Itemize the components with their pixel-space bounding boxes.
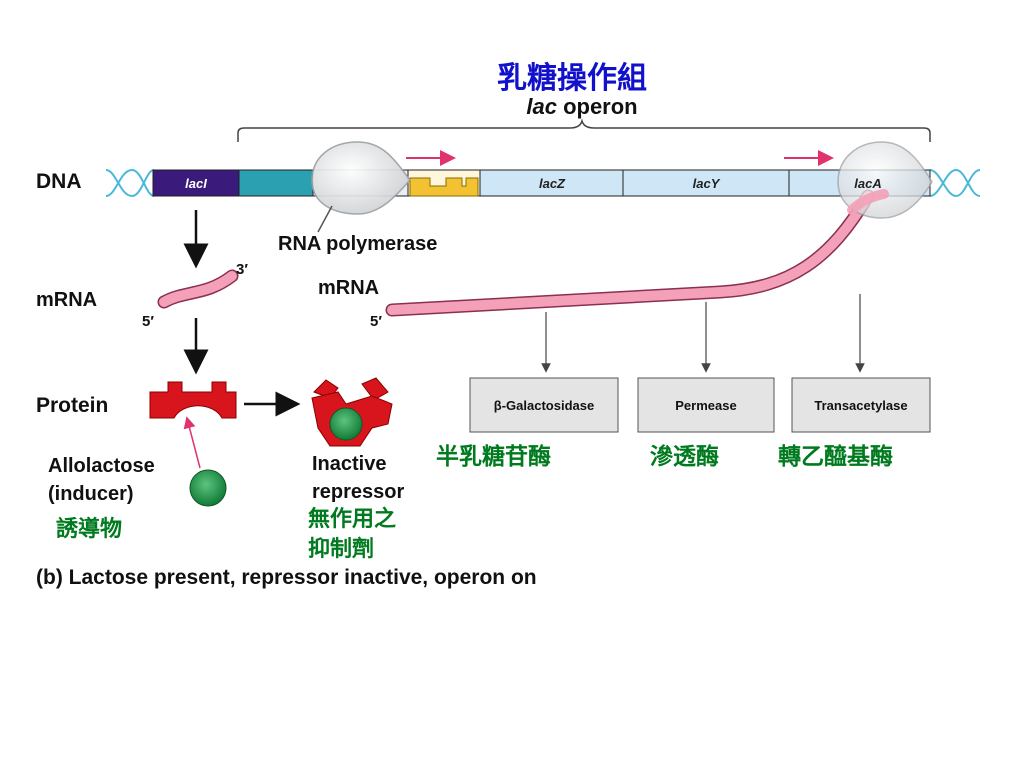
dna-helix-left — [105, 168, 155, 198]
laca-gene-label: lacA — [854, 176, 881, 191]
inducer-label: (inducer) — [48, 483, 134, 505]
rna-polymerase-promoter — [311, 141, 411, 215]
protein-label: Protein — [36, 394, 108, 417]
title-operon-word: operon — [557, 94, 638, 119]
repressor-protein — [149, 381, 237, 419]
beta-galactosidase-label: β-Galactosidase — [494, 398, 594, 413]
three-prime-left: 3′ — [236, 261, 248, 278]
allolactose-label: Allolactose — [48, 455, 155, 477]
inactive-chinese-1: 無作用之 — [308, 506, 396, 532]
promoter-region — [238, 169, 314, 197]
figure-caption: (b) Lactose present, repressor inactive,… — [36, 566, 537, 589]
lacy-gene-label: lacY — [693, 176, 721, 191]
permease-chinese: 滲透酶 — [650, 443, 719, 470]
laci-gene — [152, 169, 240, 197]
inactive-chinese-2: 抑制劑 — [308, 536, 374, 562]
beta-galactosidase-box — [469, 377, 619, 433]
beta-galactosidase-chinese: 半乳糖苷酶 — [436, 443, 551, 470]
lacz-gene — [479, 169, 624, 197]
transacetylase-chinese: 轉乙醯基酶 — [778, 443, 893, 470]
dna-helix-right — [929, 168, 981, 198]
lacz-gene-label: lacZ — [539, 176, 566, 191]
mrna-right-label: mRNA — [318, 277, 379, 299]
transacetylase-label: Transacetylase — [814, 398, 907, 413]
operator-shape — [409, 177, 479, 197]
title-lac-italic: lac — [526, 94, 557, 119]
repressor-mrna-fill — [159, 271, 237, 307]
transacetylase-box — [791, 377, 931, 433]
dna-label: DNA — [36, 170, 82, 193]
permease-box — [637, 377, 775, 433]
laci-gene-label: lacI — [185, 176, 207, 191]
permease-label: Permease — [675, 398, 736, 413]
polycistronic-mrna-fill — [387, 191, 873, 315]
mrna-left-label: mRNA — [36, 289, 97, 311]
operon-bracket — [237, 118, 931, 142]
allolactose-inducer — [189, 469, 227, 507]
mrna-tail-end — [847, 189, 889, 215]
inducer-binding-arrow — [183, 416, 201, 469]
five-prime-left: 5′ — [142, 313, 154, 330]
repressor-label: repressor — [312, 481, 404, 503]
title-lac-operon: lac operon — [526, 94, 637, 119]
inactive-label: Inactive — [312, 453, 386, 475]
title-chinese: 乳糖操作組 — [497, 61, 647, 96]
five-prime-right: 5′ — [370, 313, 382, 330]
rna-polymerase-label: RNA polymerase — [278, 233, 437, 255]
lacy-gene — [622, 169, 790, 197]
inactive-repressor — [311, 377, 393, 447]
inducer-chinese: 誘導物 — [56, 516, 122, 542]
rna-polymerase-pointer — [317, 205, 333, 233]
